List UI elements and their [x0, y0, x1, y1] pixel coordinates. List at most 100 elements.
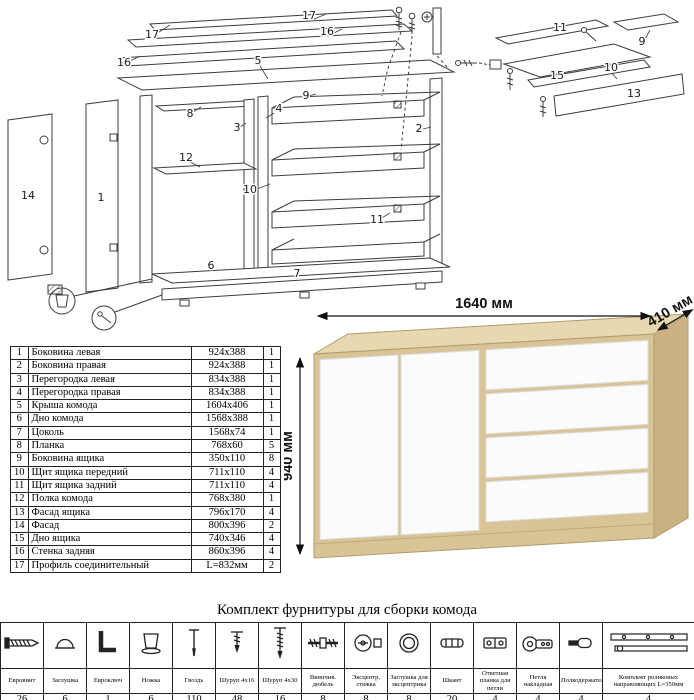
label-drawer-side: 9 — [303, 89, 310, 102]
hardware-qty: 6 — [43, 693, 87, 700]
label-profile-left: 17 — [145, 28, 159, 41]
label-backwall-left: 16 — [117, 56, 131, 69]
part-size: 834х388 — [190, 372, 264, 387]
furniture-leg-icon — [141, 633, 161, 655]
part-number: 6 — [10, 412, 29, 427]
hardware-name: Шуруп 4х16 — [215, 667, 259, 695]
hardware-qty: 4 — [473, 693, 517, 700]
hardware-name: Шуруп 4х30 — [258, 667, 302, 695]
part-size: 796х170 — [190, 505, 264, 520]
hardware-name: Евроключ — [86, 667, 130, 695]
part-qty: 4 — [262, 478, 281, 494]
shelf-support-icon — [568, 637, 592, 649]
inset-back-shield — [494, 19, 610, 45]
hardware-icons-row — [0, 622, 694, 669]
part-qty: 2 — [262, 558, 281, 574]
height-dimension-label: 940 мм — [284, 431, 296, 481]
drawer-box — [271, 143, 441, 177]
part-name: Профиль соединительный — [27, 558, 192, 574]
part-name: Цоколь — [27, 425, 192, 441]
inset-facade — [553, 73, 685, 117]
parts-table: 1 Боковина левая 924х388 1 2 Боковина пр… — [10, 345, 281, 574]
door-right — [400, 349, 480, 536]
label-drawer-back-shield: 11 — [370, 213, 384, 226]
part-qty: 8 — [262, 452, 281, 467]
label-inset-drawer-side: 9 — [639, 35, 646, 48]
hardware-qty: 1 — [86, 693, 130, 700]
dresser-front-face — [313, 333, 655, 559]
hardware-qty: 6 — [129, 693, 173, 700]
part-qty: 4 — [262, 465, 281, 480]
hinge-cup — [39, 135, 49, 145]
part-number: 13 — [10, 505, 29, 520]
product-render: 1640 мм 410 мм 940 мм — [284, 292, 694, 559]
profile-detail — [432, 7, 449, 69]
label-door-facade: 14 — [21, 189, 35, 202]
hardware-cell — [86, 622, 130, 669]
screw-4x30-icon — [274, 627, 286, 660]
exploded-diagram: 17 16 5 16 17 8 3 4 12 14 1 2 9 10 11 6 … — [7, 6, 685, 331]
part-number: 15 — [10, 532, 29, 547]
screw-detail — [381, 6, 433, 151]
label-plank: 8 — [187, 107, 194, 120]
part-number: 16 — [10, 545, 29, 560]
hardware-name: Гвоздь — [172, 667, 216, 695]
label-profile-right: 17 — [302, 9, 316, 22]
parts-table-body: 1 Боковина левая 924х388 1 2 Боковина пр… — [10, 345, 281, 574]
table-row: 17 Профиль соединительный L=832мм 2 — [10, 558, 281, 574]
carcass-left-wall — [139, 94, 153, 284]
eccentric-cam-icon — [354, 634, 382, 652]
hardware-cell — [258, 622, 302, 669]
part-name: Боковина левая — [27, 345, 192, 361]
cap-plug-icon — [55, 638, 75, 649]
hardware-title: Комплект фурнитуры для сборки комода — [216, 602, 477, 618]
label-side-right: 2 — [416, 122, 423, 135]
dresser-side-face — [653, 313, 689, 539]
part-name: Дно ящика — [27, 532, 192, 547]
hardware-qty: 16 — [258, 693, 302, 700]
part-size: 1604х406 — [190, 399, 264, 414]
part-size: 740х346 — [190, 532, 264, 547]
label-divider-right: 4 — [276, 102, 283, 115]
part-qty: 5 — [262, 439, 281, 454]
hardware-qty: 8 — [301, 693, 345, 700]
hardware-name: Шкант — [430, 667, 474, 695]
table-row: 16 Стенка задняя 860х396 4 — [10, 545, 281, 560]
drawer-inset — [494, 13, 685, 117]
plinth — [161, 270, 443, 301]
hardware-cell — [387, 622, 431, 669]
hardware-name: Петля накладная — [516, 667, 560, 695]
part-size: 800х396 — [190, 518, 264, 534]
label-inset-front-shield: 10 — [604, 61, 618, 74]
hinge-cup — [39, 245, 49, 255]
hardware-cell — [215, 622, 259, 669]
part-size: 924х388 — [190, 345, 264, 361]
connecting-profile — [148, 9, 399, 31]
door-facade — [7, 113, 53, 281]
hardware-table: Евровинт Заглушка Евроключ Ножка Гвоздь … — [0, 622, 694, 700]
hardware-cell — [301, 622, 345, 669]
label-inset-facade: 13 — [627, 87, 641, 100]
part-number: 14 — [10, 518, 29, 534]
part-number: 7 — [10, 425, 29, 441]
table-row: 5 Крыша комода 1604х406 1 — [10, 399, 281, 414]
part-number: 4 — [10, 385, 29, 401]
part-size: 711х110 — [190, 478, 264, 494]
part-number: 17 — [10, 558, 29, 574]
part-number: 1 — [10, 345, 29, 361]
part-qty: 1 — [262, 372, 281, 387]
part-qty: 4 — [262, 545, 281, 560]
hardware-name: Эксцентр. стяжка — [344, 667, 388, 695]
hardware-name: Ввинчив. дюбель — [301, 667, 345, 695]
part-name: Щит ящика задний — [27, 478, 192, 494]
part-name: Перегородка правая — [27, 385, 192, 401]
hardware-qty: 4 — [602, 693, 694, 700]
hardware-qty: 4 — [516, 693, 560, 700]
label-top-panel: 5 — [255, 54, 262, 67]
hardware-qty: 8 — [344, 693, 388, 700]
hardware-qty: 4 — [559, 693, 603, 700]
part-qty: 4 — [262, 505, 281, 520]
label-inset-back-shield: 11 — [553, 21, 567, 34]
part-name: Планка — [27, 439, 192, 454]
